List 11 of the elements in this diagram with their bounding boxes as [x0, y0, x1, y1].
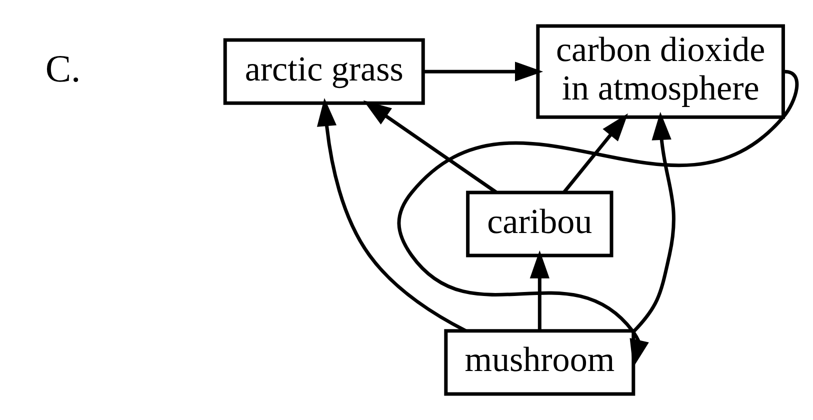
arrow — [423, 62, 544, 82]
arrow — [530, 250, 550, 331]
arrow — [316, 98, 467, 332]
node-box: arctic grass — [223, 38, 425, 105]
node-box: caribou — [466, 190, 614, 258]
node-box: mushroom — [444, 329, 636, 396]
node-box: carbon dioxide in atmosphere — [536, 24, 785, 119]
arrow — [631, 112, 676, 334]
arrow — [363, 100, 498, 194]
arrow — [562, 113, 628, 194]
label: C. — [45, 48, 81, 90]
